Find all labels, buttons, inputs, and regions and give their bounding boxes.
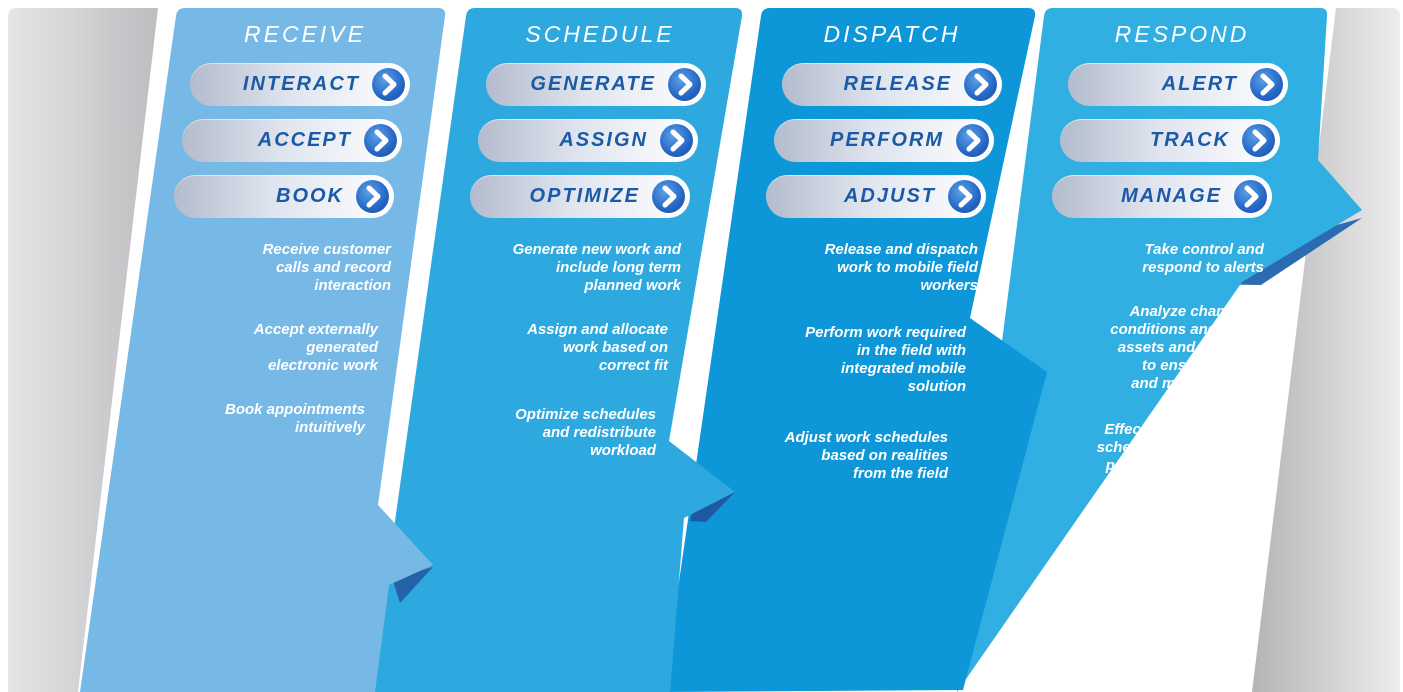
step-label: ADJUST: [843, 185, 936, 207]
chevron-right-icon[interactable]: [948, 180, 981, 213]
step-adjust[interactable]: ADJUST: [766, 175, 986, 218]
step-assign[interactable]: ASSIGN: [478, 119, 698, 162]
step-label: ACCEPT: [257, 129, 352, 151]
step-manage[interactable]: MANAGE: [1052, 175, 1272, 218]
chevron-right-icon[interactable]: [652, 180, 685, 213]
step-label: MANAGE: [1121, 185, 1222, 207]
chevron-right-icon[interactable]: [956, 124, 989, 157]
chevron-right-icon[interactable]: [660, 124, 693, 157]
step-label: RELEASE: [843, 73, 952, 95]
step-label: BOOK: [276, 185, 344, 207]
chevron-right-icon[interactable]: [364, 124, 397, 157]
step-label: INTERACT: [242, 73, 360, 95]
right-grey-strip: [1252, 8, 1400, 692]
step-perform[interactable]: PERFORM: [774, 119, 994, 162]
column-title-respond: RESPOND: [1114, 21, 1250, 47]
column-title-schedule: SCHEDULE: [525, 21, 675, 47]
step-label: ASSIGN: [559, 129, 648, 151]
step-optimize[interactable]: OPTIMIZE: [470, 175, 690, 218]
chevron-right-icon[interactable]: [1250, 68, 1283, 101]
left-grey-strip: [8, 8, 158, 692]
step-label: GENERATE: [530, 73, 656, 95]
step-book[interactable]: BOOK: [174, 175, 394, 218]
chevron-right-icon[interactable]: [964, 68, 997, 101]
column-title-dispatch: DISPATCH: [823, 21, 961, 47]
chevron-right-icon[interactable]: [372, 68, 405, 101]
step-accept[interactable]: ACCEPT: [182, 119, 402, 162]
step-alert[interactable]: ALERT: [1068, 63, 1288, 106]
step-label: ALERT: [1161, 73, 1238, 95]
step-interact[interactable]: INTERACT: [190, 63, 410, 106]
chevron-right-icon[interactable]: [1242, 124, 1275, 157]
chevron-right-icon[interactable]: [668, 68, 701, 101]
step-track[interactable]: TRACK: [1060, 119, 1280, 162]
step-release[interactable]: RELEASE: [782, 63, 1002, 106]
step-label: PERFORM: [830, 129, 944, 151]
chevron-right-icon[interactable]: [1234, 180, 1267, 213]
column-title-receive: RECEIVE: [244, 21, 366, 47]
chevron-right-icon[interactable]: [356, 180, 389, 213]
step-label: TRACK: [1150, 129, 1230, 151]
step-label: OPTIMIZE: [529, 185, 640, 207]
step-generate[interactable]: GENERATE: [486, 63, 706, 106]
